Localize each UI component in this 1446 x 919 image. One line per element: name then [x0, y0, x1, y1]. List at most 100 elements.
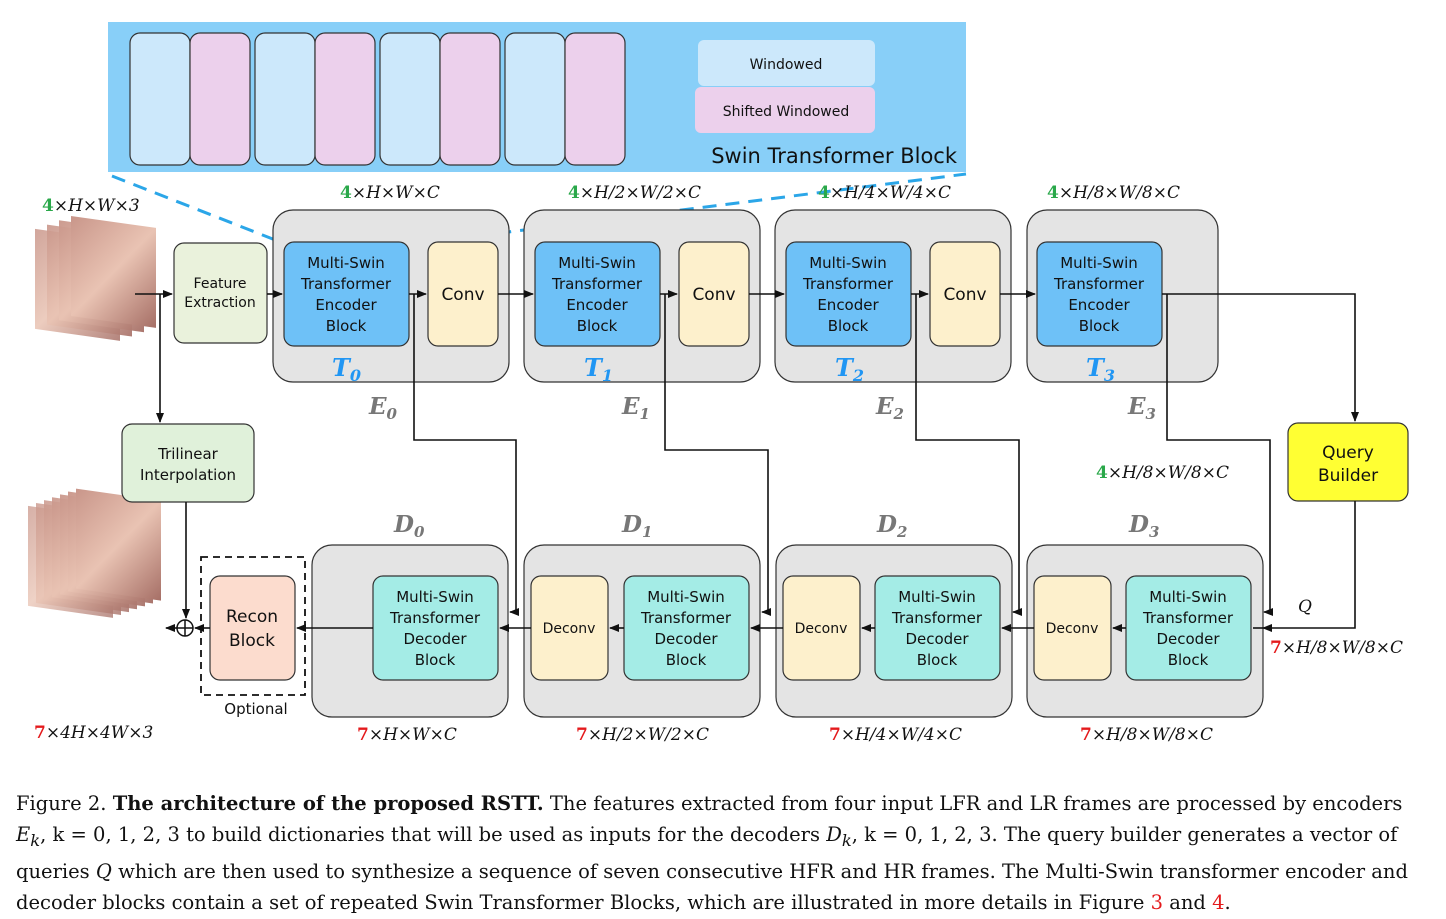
- deconv-label: Deconv: [543, 621, 596, 637]
- e-label: E3: [1127, 393, 1156, 423]
- caption-fig-number: Figure 2.: [16, 792, 107, 815]
- encoder-block-label: Transformer: [1053, 275, 1145, 293]
- encoder-block-label: Block: [577, 317, 618, 335]
- input-dims: 4×H×W×3: [42, 196, 140, 216]
- decoder-block-label: Multi-Swin: [1149, 588, 1227, 606]
- encoder-block-label: Encoder: [315, 296, 377, 314]
- query-builder-box: [1287, 422, 1409, 502]
- decoder-stage-1: Deconv Multi-Swin Transformer Decoder Bl…: [523, 511, 761, 745]
- decoder-block-label: Transformer: [640, 609, 732, 627]
- encoder-block-label: Transformer: [802, 275, 894, 293]
- decoder-block-label: Multi-Swin: [647, 588, 725, 606]
- e3-output-dims: 4×H/8×W/8×C: [1096, 463, 1229, 483]
- q-dims: 7×H/8×W/8×C: [1270, 638, 1403, 658]
- caption-text-1: The features extracted from four input L…: [549, 792, 1403, 815]
- caption-text-5: which are then used to synthesize a sequ…: [118, 859, 1366, 883]
- encoder-dims: 4×H/4×W/4×C: [818, 183, 951, 203]
- encoder-dims: 4×H/8×W/8×C: [1047, 183, 1180, 203]
- conv-label: Conv: [943, 285, 986, 305]
- shifted-strip: [314, 32, 376, 166]
- deconv-label: Deconv: [795, 621, 848, 637]
- d-label: D0: [393, 511, 425, 541]
- legend-shifted-label: Shifted Windowed: [723, 104, 849, 120]
- decoder-stage-0: Multi-Swin Transformer Decoder Block D0 …: [311, 511, 509, 745]
- encoder-block-label: Block: [326, 317, 367, 335]
- windowed-strip: [504, 32, 566, 166]
- caption-text-6: and decoder blocks contain a set of repe…: [16, 859, 1408, 914]
- decoder-block-label: Multi-Swin: [898, 588, 976, 606]
- q-label: Q: [1298, 597, 1312, 617]
- encoder-block-label: Encoder: [1068, 296, 1130, 314]
- t-label: T3: [1086, 353, 1115, 385]
- caption-math-k2: k: [841, 830, 852, 850]
- decoder-block-label: Multi-Swin: [396, 588, 474, 606]
- skip-e3-d3: [1166, 294, 1273, 616]
- arrow-query-d3: [1262, 501, 1356, 632]
- encoder-block-label: Block: [1079, 317, 1120, 335]
- decoder-block-label: Transformer: [389, 609, 481, 627]
- swin-panel-title: Swin Transformer Block: [711, 144, 958, 168]
- caption-math-d: D: [826, 823, 842, 846]
- encoder-stage-3: Multi-Swin Transformer Encoder Block T3 …: [1026, 183, 1219, 423]
- caption-ref-figure-3[interactable]: 3: [1150, 890, 1163, 914]
- conv-label: Conv: [441, 285, 484, 305]
- d-label: D2: [876, 511, 907, 541]
- windowed-strip: [379, 32, 441, 166]
- conv-label: Conv: [692, 285, 735, 305]
- encoder-block-label: Transformer: [300, 275, 392, 293]
- caption-math-k: k: [30, 830, 41, 850]
- skip-e0-d0: [413, 294, 519, 616]
- skip-e1-d1: [664, 294, 771, 616]
- decoder-block-label: Decoder: [905, 630, 969, 648]
- decoder-block-label: Decoder: [403, 630, 467, 648]
- sum-node: [176, 619, 194, 637]
- caption-ref-figure-4[interactable]: 4: [1212, 890, 1225, 914]
- output-frames: [28, 488, 161, 618]
- decoder-block-label: Transformer: [891, 609, 983, 627]
- windowed-strip: [129, 32, 191, 166]
- encoder-block-label: Multi-Swin: [809, 254, 887, 272]
- t-label: T2: [835, 353, 864, 385]
- e-label: E0: [368, 393, 398, 423]
- encoder-block-label: Multi-Swin: [1060, 254, 1138, 272]
- encoder-block-label: Encoder: [566, 296, 628, 314]
- decoder-dims: 7×H/2×W/2×C: [576, 725, 709, 745]
- feature-extraction-label-2: Extraction: [184, 295, 255, 311]
- architecture-diagram: Windowed Shifted Windowed Swin Transform…: [28, 22, 1409, 745]
- feature-extraction-box: [173, 242, 268, 344]
- output-frame: [76, 488, 161, 601]
- optional-label: Optional: [224, 700, 287, 718]
- shifted-strip: [189, 32, 251, 166]
- decoder-block-label: Block: [1168, 651, 1209, 669]
- caption-text-3: , k = 0, 1, 2, 3. The query builder gene…: [851, 823, 1373, 846]
- recon-label-2: Block: [229, 631, 275, 651]
- caption-bold-title: The architecture of the proposed RSTT.: [112, 792, 544, 815]
- decoder-dims: 7×H×W×C: [357, 725, 457, 745]
- trilinear-label-1: Trilinear: [157, 445, 219, 463]
- encoder-block-label: Transformer: [551, 275, 643, 293]
- skip-e2-d2: [915, 294, 1022, 616]
- encoder-stage-0: Multi-Swin Transformer Encoder Block Con…: [272, 183, 510, 423]
- caption-text-7: and: [1169, 890, 1206, 914]
- swin-transformer-block-panel: Windowed Shifted Windowed Swin Transform…: [108, 22, 966, 172]
- caption-period: .: [1224, 890, 1231, 914]
- caption-text-2: , k = 0, 1, 2, 3 to build dictionaries t…: [40, 823, 821, 846]
- trilinear-box: [121, 423, 255, 503]
- output-dims: 7×4H×4W×3: [34, 723, 153, 743]
- decoder-block-label: Block: [666, 651, 707, 669]
- input-frame: [71, 215, 156, 328]
- legend-windowed-label: Windowed: [750, 57, 823, 73]
- trilinear-label-2: Interpolation: [140, 466, 236, 484]
- t-label: T1: [584, 353, 613, 385]
- decoder-block-label: Decoder: [1156, 630, 1220, 648]
- caption-math-q: Q: [95, 859, 112, 883]
- arrow-t3-query: [1162, 293, 1359, 422]
- decoder-block-label: Block: [917, 651, 958, 669]
- e-label: E1: [621, 393, 650, 423]
- d-label: D1: [621, 511, 652, 541]
- windowed-strip: [254, 32, 316, 166]
- feature-extraction-label-1: Feature: [194, 276, 247, 292]
- caption-text-4: of queries: [16, 823, 1398, 883]
- encoder-stage-1: Multi-Swin Transformer Encoder Block Con…: [523, 183, 761, 423]
- recon-block: [209, 575, 296, 681]
